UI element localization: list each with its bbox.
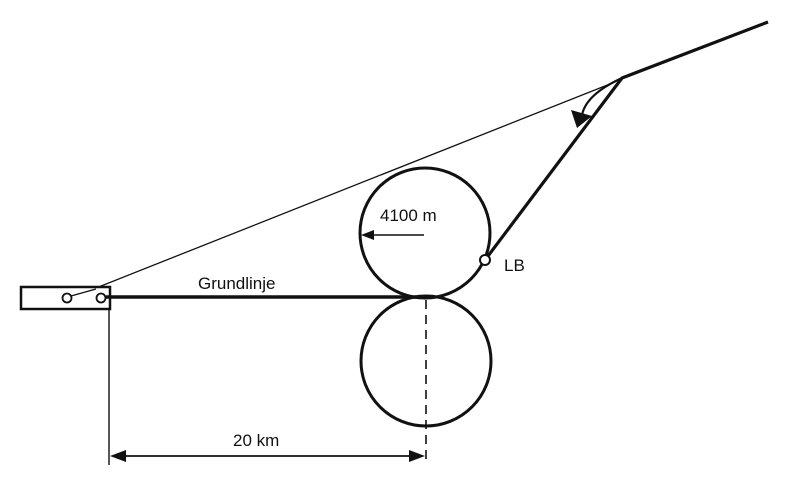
- turn-curve: [580, 76, 623, 116]
- baseline-label: Grundlinje: [198, 274, 276, 293]
- approach-line: [95, 81, 616, 289]
- radius-arrowhead: [361, 230, 374, 240]
- radius-label: 4100 m: [380, 206, 437, 225]
- station-point-right: [95, 292, 107, 304]
- lb-point: [479, 254, 491, 266]
- station-point-left: [61, 292, 73, 304]
- direction-arrowhead: [571, 110, 592, 128]
- upper-circle: [358, 166, 492, 300]
- distance-arrowhead-left: [110, 450, 126, 462]
- distance-label: 20 km: [233, 431, 279, 450]
- station-link: [70, 288, 97, 297]
- lb-label: LB: [504, 256, 525, 275]
- distance-arrowhead-right: [409, 450, 425, 462]
- flight-track: [483, 20, 769, 261]
